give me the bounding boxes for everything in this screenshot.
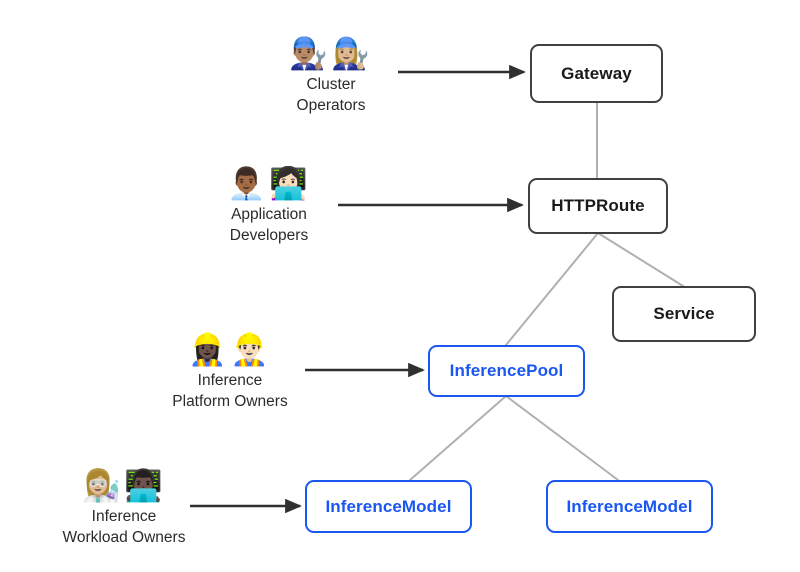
persona-inference-workload-owners: 👩🏼‍🔬👨🏿‍💻 Inference Workload Owners — [14, 468, 234, 548]
cluster-operators-label-line2: Operators — [296, 97, 366, 114]
node-inferencemodel-left[interactable]: InferenceModel — [305, 480, 472, 533]
application-developers-emoji: 👨🏾‍💼👩🏻‍💻 — [227, 166, 311, 202]
inference-platform-owners-emoji: 👷🏿‍♀️👷🏻‍♂️ — [188, 332, 272, 368]
inference-workload-owners-label: Inference Workload Owners — [63, 506, 186, 548]
inference-platform-owners-label-line2: Platform Owners — [172, 393, 288, 410]
application-developers-label-line2: Developers — [229, 227, 309, 244]
edge-inferencepool-inferencemodel-right — [505, 395, 619, 481]
edge-inferencepool-inferencemodel-left — [409, 395, 507, 481]
inference-platform-owners-label: Inference Platform Owners — [172, 370, 287, 412]
application-developers-label: Application Developers — [230, 204, 308, 246]
application-developers-label-line1: Application — [231, 206, 307, 223]
inference-workload-owners-emoji: 👩🏼‍🔬👨🏿‍💻 — [82, 468, 166, 504]
cluster-operators-label: Cluster Operators — [297, 74, 366, 116]
cluster-operators-emoji: 👨🏽‍🔧👩🏼‍🔧 — [289, 36, 373, 72]
node-inferencepool[interactable]: InferencePool — [428, 345, 585, 397]
node-httproute[interactable]: HTTPRoute — [528, 178, 668, 234]
inference-platform-owners-label-line1: Inference — [197, 372, 263, 389]
persona-application-developers: 👨🏾‍💼👩🏻‍💻 Application Developers — [159, 166, 379, 246]
cluster-operators-label-line1: Cluster — [306, 76, 356, 93]
edge-httproute-inferencepool — [505, 232, 599, 346]
persona-inference-platform-owners: 👷🏿‍♀️👷🏻‍♂️ Inference Platform Owners — [120, 332, 340, 412]
node-service[interactable]: Service — [612, 286, 756, 342]
node-inferencemodel-right[interactable]: InferenceModel — [546, 480, 713, 533]
inference-workload-owners-label-line2: Workload Owners — [62, 529, 186, 546]
persona-cluster-operators: 👨🏽‍🔧👩🏼‍🔧 Cluster Operators — [221, 36, 441, 116]
node-gateway[interactable]: Gateway — [530, 44, 663, 103]
inference-workload-owners-label-line1: Inference — [91, 508, 157, 525]
edge-httproute-service — [597, 232, 684, 287]
